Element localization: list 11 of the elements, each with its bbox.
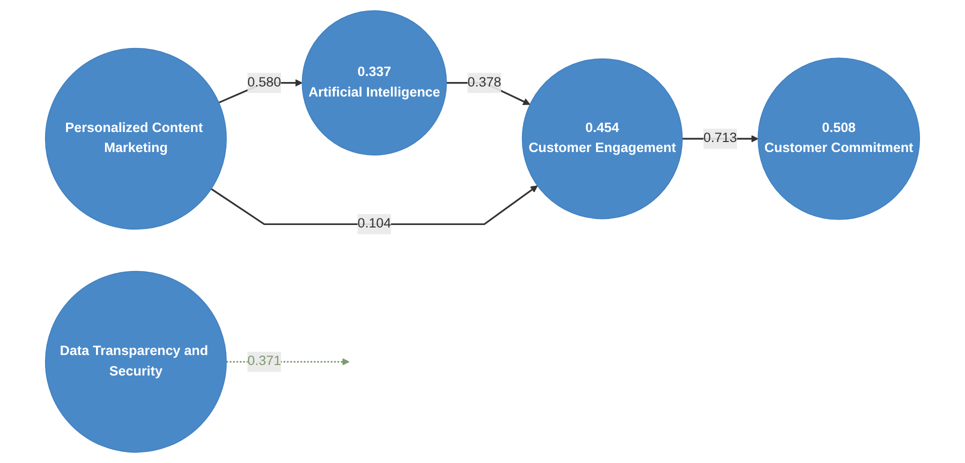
edge-label: 0.378 — [468, 75, 502, 90]
arrow — [210, 185, 538, 226]
node-circle: 0.337 Artificial Intelligence — [302, 10, 447, 156]
edge-label: 0.104 — [357, 216, 392, 231]
node-circle: Data Transparency and Security — [44, 270, 227, 453]
edge-label: 0.580 — [247, 75, 282, 90]
edge-label: 0.371 — [247, 354, 282, 369]
edge-label: 0.713 — [703, 131, 738, 146]
node-circle: Personalized Content Marketing — [44, 48, 227, 230]
node-circle: 0.508 Customer Commitment — [758, 58, 920, 220]
node-circle: 0.454 Customer Engagement — [522, 58, 683, 220]
